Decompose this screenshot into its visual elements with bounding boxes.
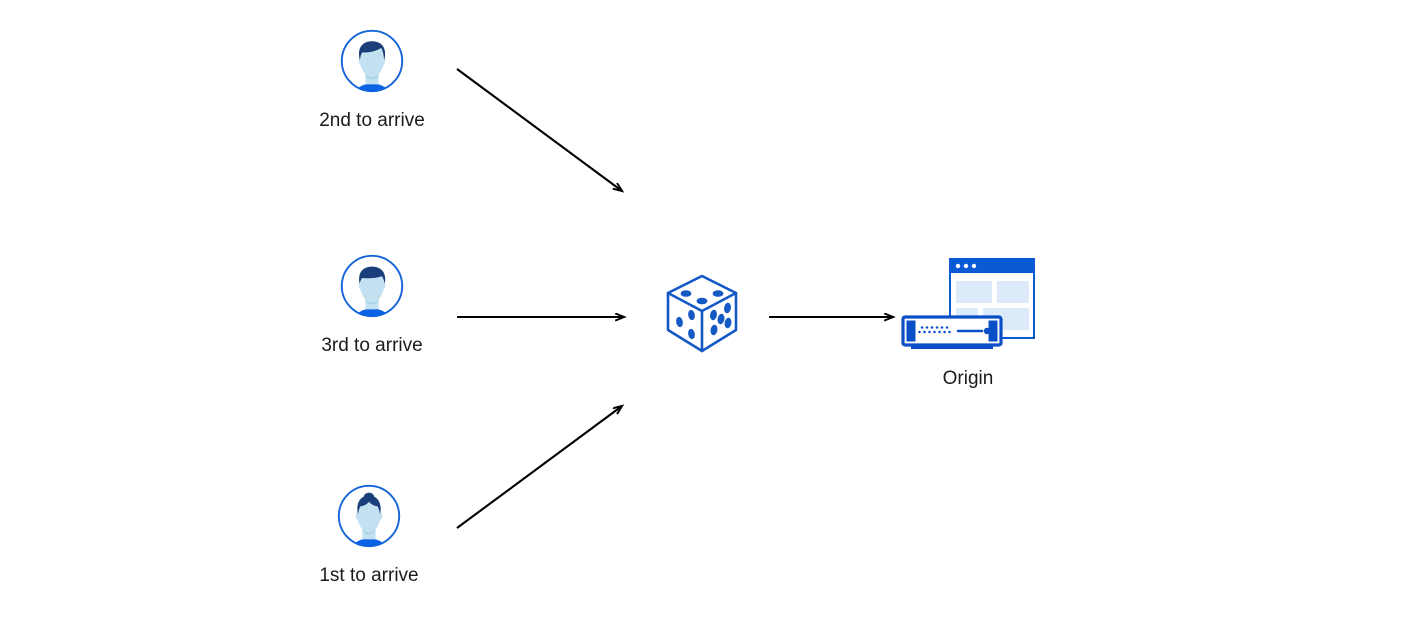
dice-icon: [666, 274, 738, 353]
arrow-2nd-to-dice: [456, 68, 622, 191]
origin-label: Origin: [942, 368, 994, 389]
randomizer-node: [662, 272, 752, 356]
client-label-2nd: 2nd to arrive: [319, 110, 425, 131]
user-avatar-icon: [340, 254, 404, 318]
client-node-2nd: 2nd to arrive: [297, 28, 447, 133]
origin-server-icon: [901, 258, 1035, 349]
client-node-1st: 1st to arrive: [294, 483, 444, 588]
user-avatar-icon: [340, 29, 404, 93]
arrow-1st-to-dice: [456, 406, 622, 529]
client-label-3rd: 3rd to arrive: [321, 335, 423, 356]
origin-node: Origin: [878, 256, 1058, 391]
client-label-1st: 1st to arrive: [319, 565, 419, 586]
server-device-icon: [901, 315, 1003, 349]
client-node-3rd: 3rd to arrive: [297, 253, 447, 358]
user-avatar-icon: [337, 484, 401, 548]
